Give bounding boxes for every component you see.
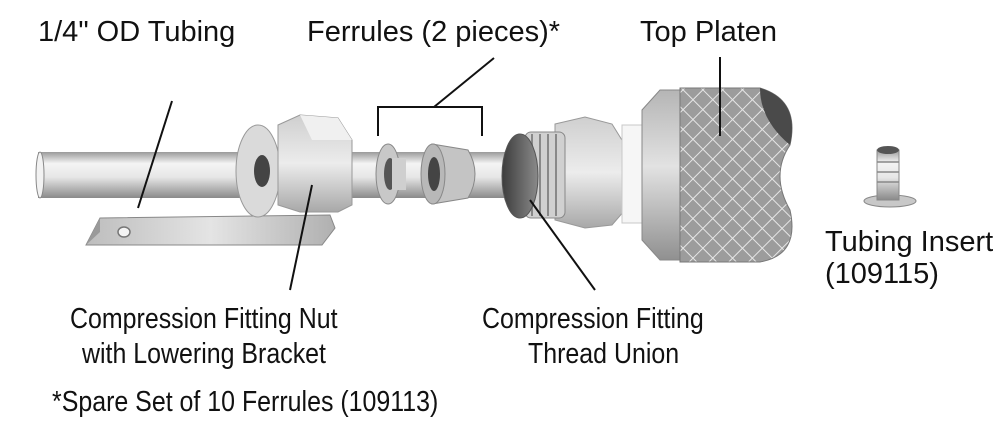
thread-union (501, 116, 643, 229)
label-tubing-insert-line1: Tubing Insert (825, 226, 994, 258)
label-union-line2: Thread Union (528, 338, 680, 370)
compression-fitting-nut (235, 114, 353, 218)
label-nut-line2: with Lowering Bracket (82, 338, 326, 370)
lowering-bracket (85, 214, 336, 246)
tubing-insert (863, 146, 917, 208)
label-ferrules: Ferrules (2 pieces)* (307, 16, 561, 48)
leader-lines (137, 57, 721, 291)
label-tubing-insert-line2: (109115) (825, 258, 939, 290)
label-top-platen: Top Platen (640, 16, 778, 48)
front-ferrule (375, 143, 406, 205)
top-platen (641, 87, 793, 263)
label-tubing: 1/4" OD Tubing (38, 16, 236, 48)
label-union-line1: Compression Fitting (482, 303, 704, 335)
back-ferrule (420, 143, 476, 205)
label-footnote: *Spare Set of 10 Ferrules (109113) (52, 386, 439, 418)
label-nut-line1: Compression Fitting Nut (70, 303, 338, 335)
